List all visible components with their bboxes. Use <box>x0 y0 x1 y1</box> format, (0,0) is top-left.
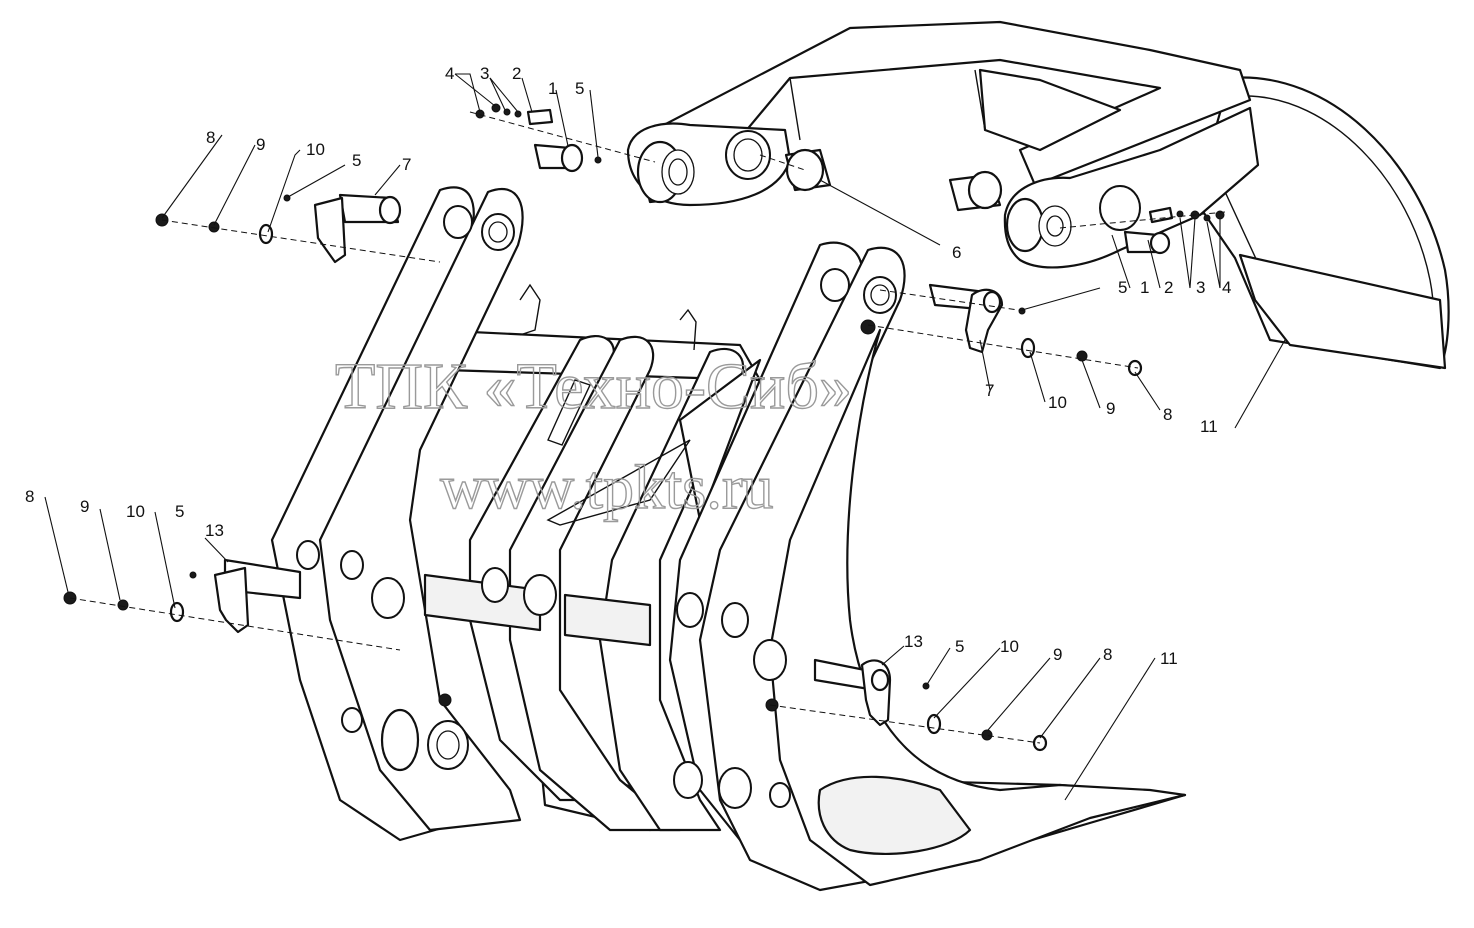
callout-8: 8 <box>1103 645 1112 664</box>
callout-3: 3 <box>1196 278 1205 297</box>
callout-9: 9 <box>256 135 265 154</box>
callout-13: 13 <box>904 632 923 651</box>
callout-labels: 8 9 10 5 7 4 3 2 1 5 6 5 1 2 3 4 7 10 9 … <box>25 64 1231 668</box>
fork-frame <box>270 186 1187 892</box>
callout-5: 5 <box>352 151 361 170</box>
callout-5: 5 <box>175 502 184 521</box>
watermark-url: www.tpkts.ru <box>440 454 774 522</box>
callout-7: 7 <box>402 155 411 174</box>
pin-hardware <box>63 103 1226 752</box>
callout-10: 10 <box>126 502 145 521</box>
callout-8: 8 <box>206 128 215 147</box>
watermark-company: ТПК «Техно-Сиб» <box>335 350 852 423</box>
callout-8: 8 <box>25 487 34 506</box>
callout-11: 11 <box>1200 417 1218 436</box>
upper-grapple-arm <box>626 20 1450 370</box>
callout-11: 11 <box>1160 649 1178 668</box>
callout-13: 13 <box>205 521 224 540</box>
callout-10: 10 <box>1048 393 1067 412</box>
callout-6: 6 <box>952 243 961 262</box>
callout-10: 10 <box>306 140 325 159</box>
callout-leaders <box>44 73 1286 801</box>
watermark: ТПК «Техно-Сиб» www.tpkts.ru <box>334 349 852 522</box>
callout-5: 5 <box>1118 278 1127 297</box>
callout-4: 4 <box>445 64 454 83</box>
callout-5: 5 <box>575 79 584 98</box>
callout-7: 7 <box>985 381 994 400</box>
callout-8: 8 <box>1163 405 1172 424</box>
callout-3: 3 <box>480 64 489 83</box>
callout-9: 9 <box>1106 399 1115 418</box>
callout-1: 1 <box>548 79 557 98</box>
callout-10: 10 <box>1000 637 1019 656</box>
callout-2: 2 <box>1164 278 1173 297</box>
callout-5: 5 <box>955 637 964 656</box>
callout-9: 9 <box>80 497 89 516</box>
callout-2: 2 <box>512 64 521 83</box>
callout-9: 9 <box>1053 645 1062 664</box>
callout-1: 1 <box>1140 278 1149 297</box>
callout-4: 4 <box>1222 278 1231 297</box>
